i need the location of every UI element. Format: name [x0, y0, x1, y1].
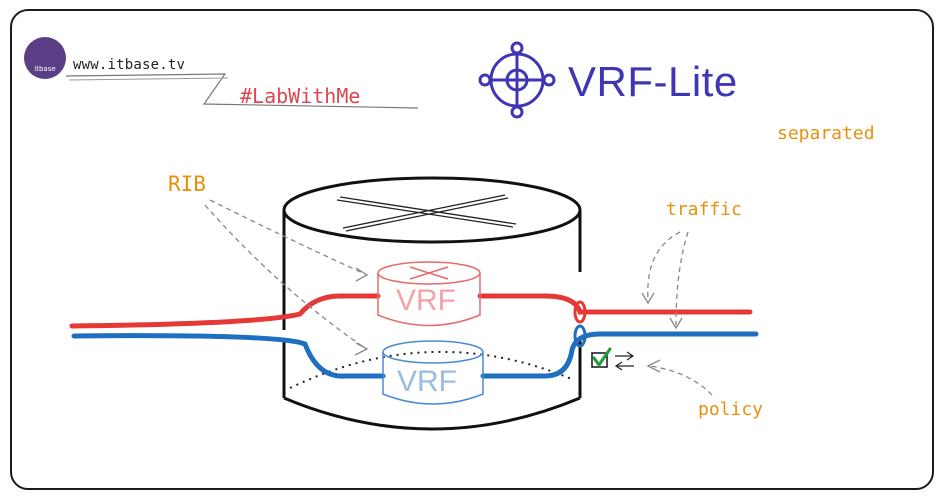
rib-arrows: [204, 199, 366, 349]
traffic-arrowhead-2: [669, 317, 683, 330]
target-icon: [478, 41, 556, 119]
red-policy-marker: [573, 300, 587, 324]
red-traffic-line: [69, 293, 753, 329]
policy-check-icon: [591, 347, 635, 371]
brand-underline: [65, 73, 419, 109]
traffic-arrowhead-1: [641, 292, 655, 305]
brand-underline-2: [68, 77, 229, 81]
diagram-title: VRF-Lite: [568, 58, 738, 105]
separated-label: separated: [777, 123, 875, 144]
traffic-arrows: [647, 231, 689, 326]
canvas-frame: [10, 9, 934, 490]
policy-label: policy: [698, 399, 764, 420]
red-vrf-label: VRF: [396, 284, 456, 317]
blue-vrf-cylinder: [382, 340, 484, 405]
policy-arrowhead: [646, 359, 661, 373]
policy-arrow: [649, 365, 713, 396]
rib-arrowhead-2: [354, 342, 369, 356]
rib-label: RIB: [168, 172, 206, 196]
site-url: www.itbase.tv: [73, 57, 186, 73]
blue-traffic-line: [71, 331, 759, 379]
traffic-label: traffic: [666, 199, 742, 220]
logo-text: itbase: [34, 65, 56, 73]
router-cross-icon: [336, 194, 517, 232]
itbase-logo: itbase: [24, 37, 66, 79]
blue-vrf-label: VRF: [397, 365, 457, 398]
hashtag: #LabWithMe: [240, 84, 361, 108]
blue-policy-marker: [573, 324, 587, 348]
router-cylinder: [282, 176, 582, 431]
rib-arrowhead-1: [355, 267, 369, 282]
red-vrf-cylinder: [377, 261, 481, 327]
inner-dotted-ellipse: [289, 350, 575, 389]
